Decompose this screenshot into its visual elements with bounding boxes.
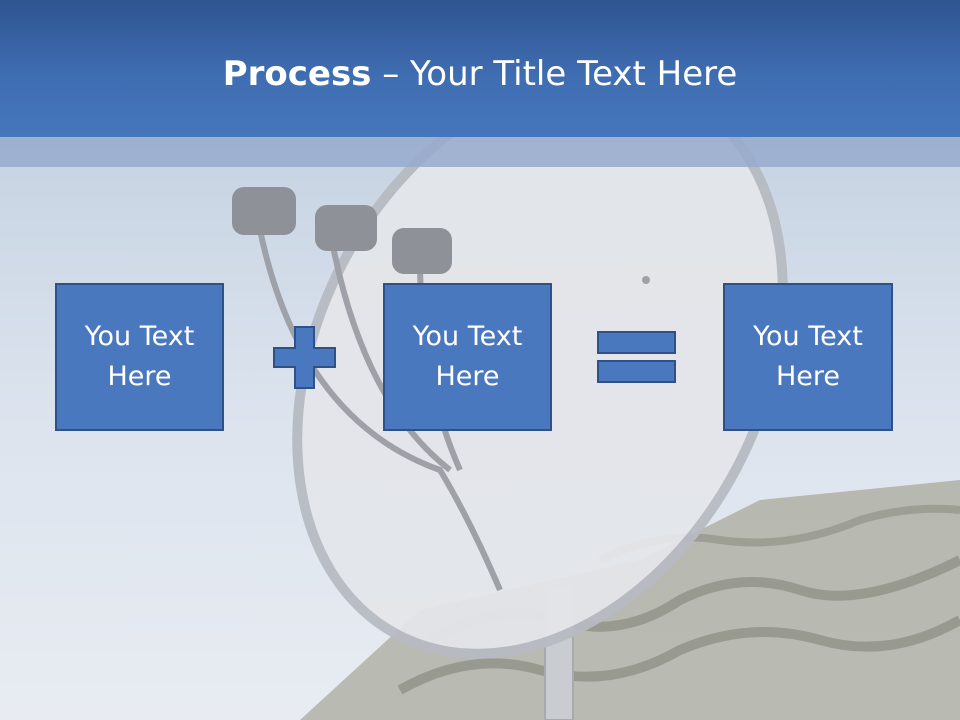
plus-icon: [273, 326, 336, 389]
process-box-1[interactable]: You Text Here: [55, 283, 224, 431]
header-band: [0, 137, 960, 167]
process-box-3-text: You Text Here: [753, 321, 863, 392]
slide-title: Process – Your Title Text Here: [0, 52, 960, 96]
title-bar: [0, 0, 960, 137]
title-rest: – Your Title Text Here: [371, 54, 738, 94]
process-box-1-text: You Text Here: [84, 321, 195, 392]
process-box-3[interactable]: You Text Here: [723, 283, 893, 431]
equals-icon: [597, 331, 676, 383]
process-box-2-text: You Text Here: [412, 321, 523, 392]
title-bold: Process: [222, 54, 372, 94]
process-box-2[interactable]: You Text Here: [383, 283, 552, 431]
